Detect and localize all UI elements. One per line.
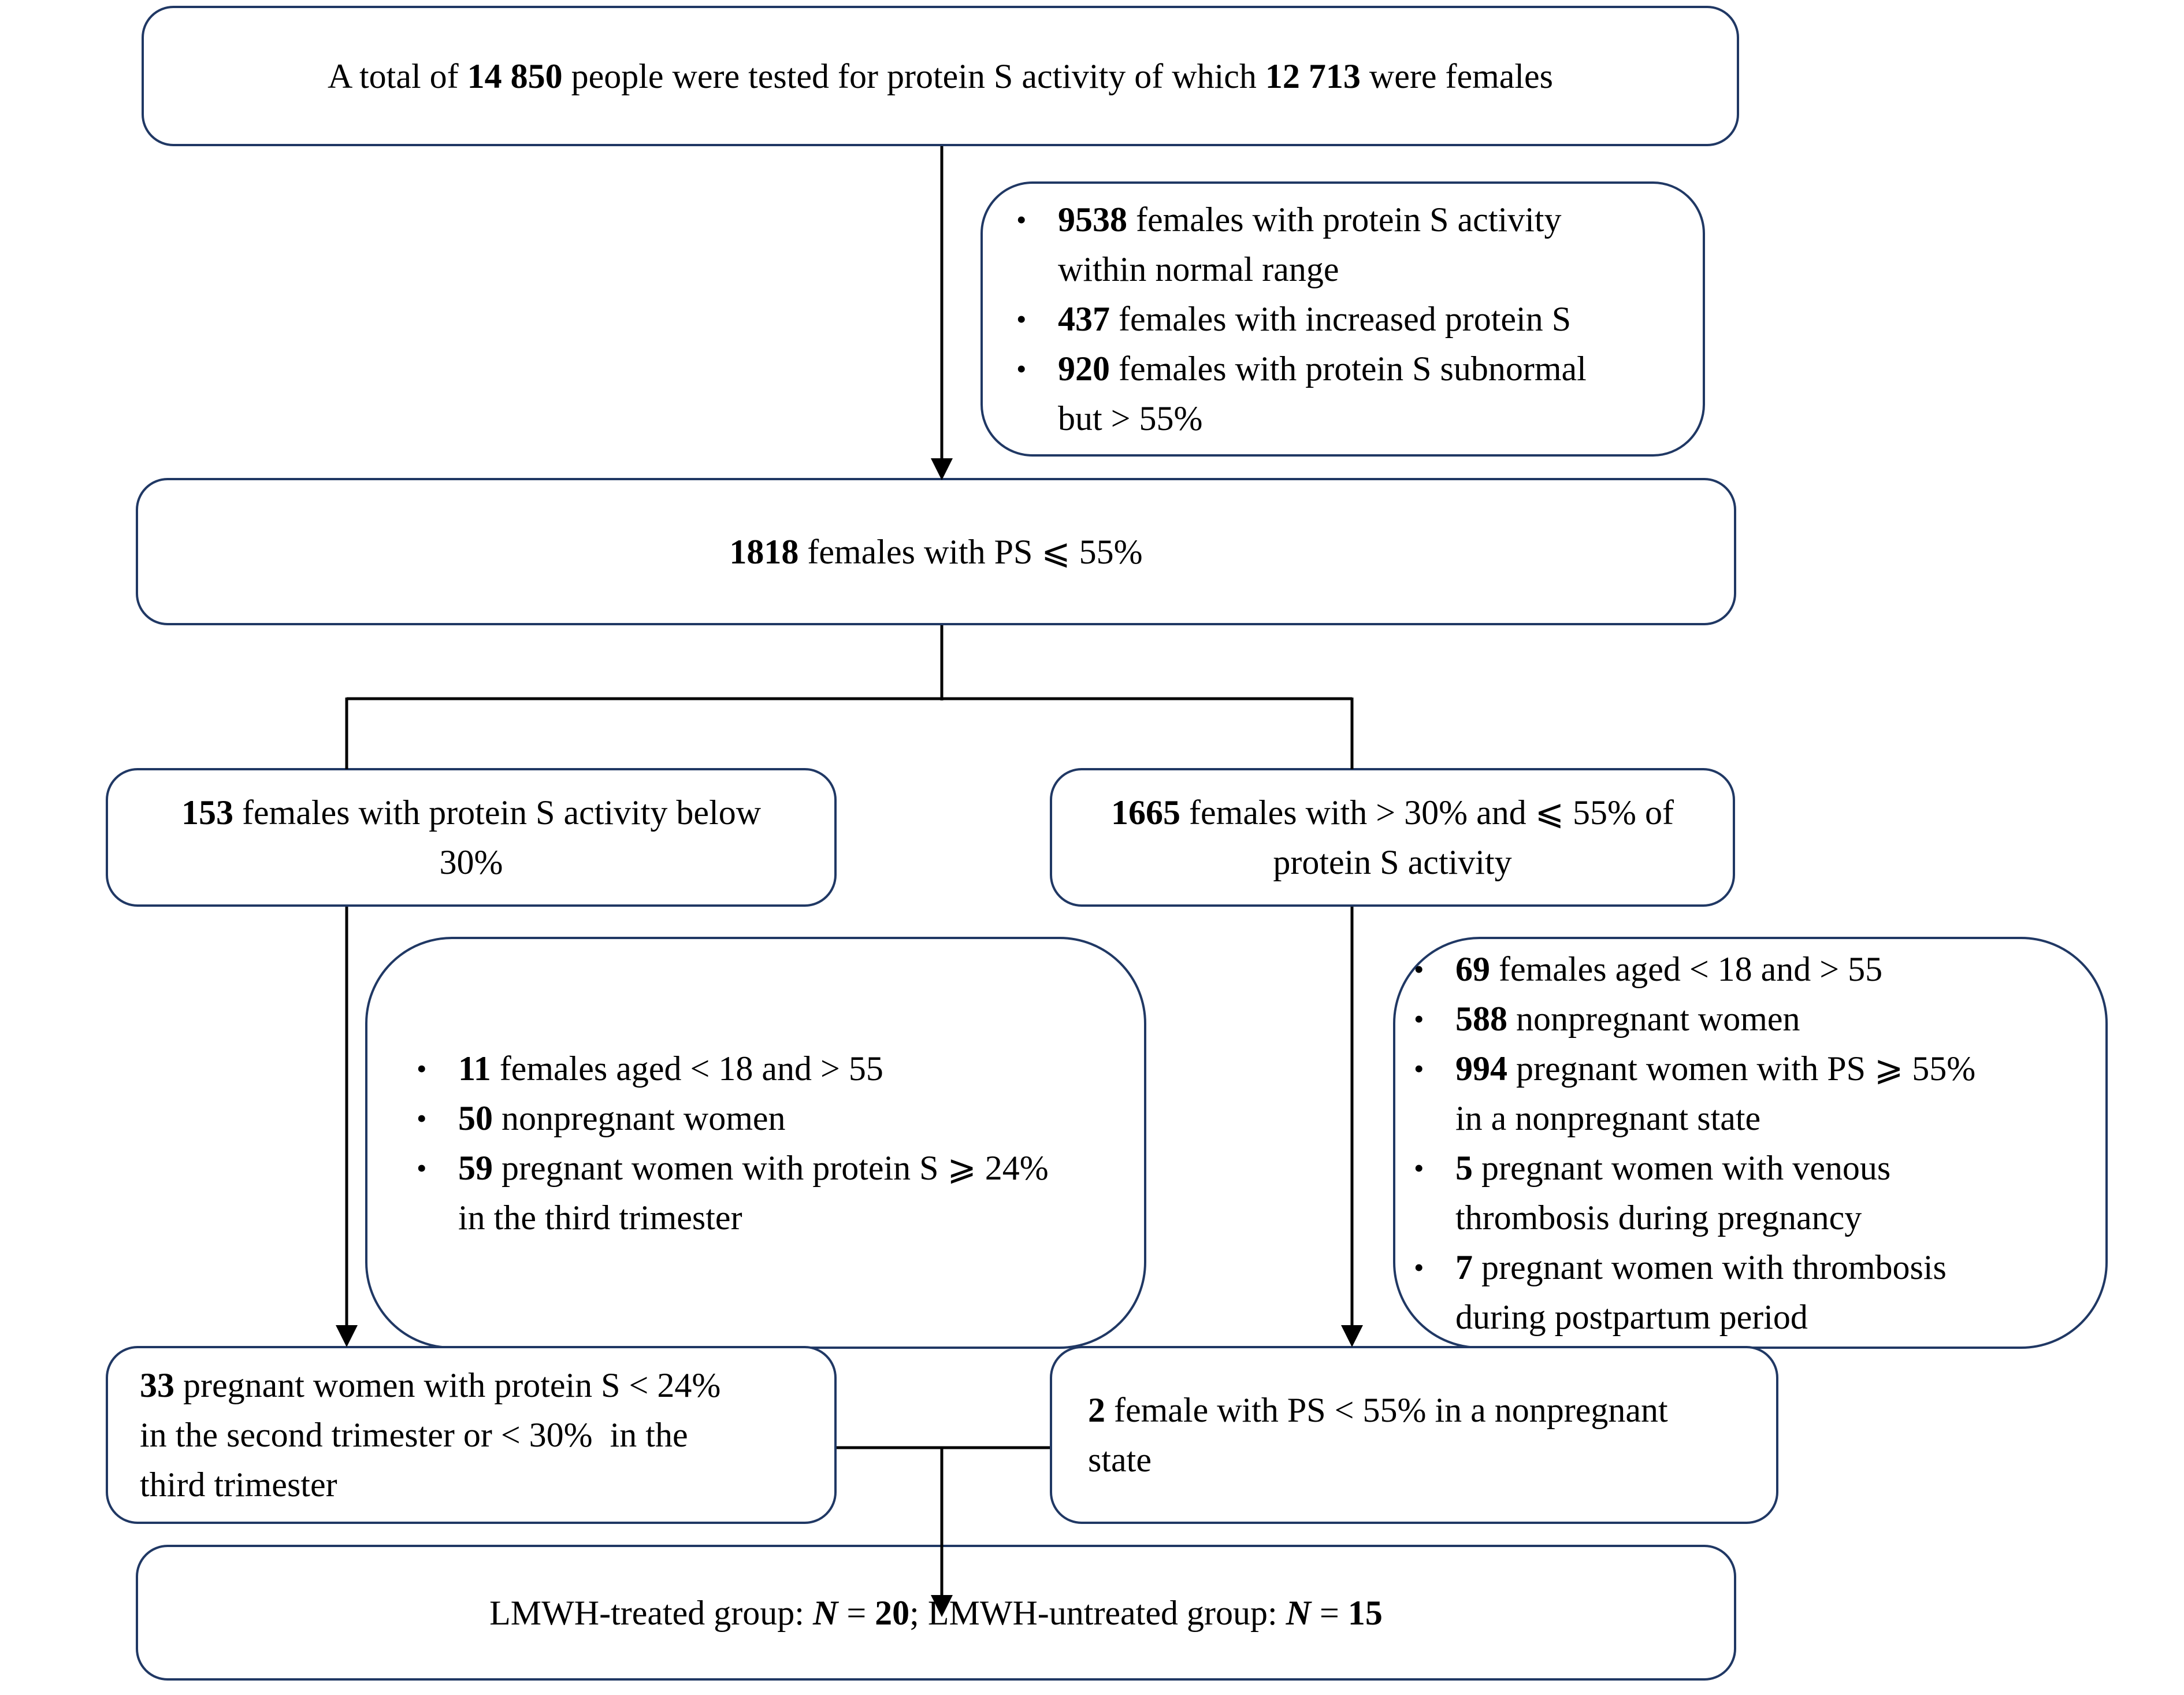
bullet-icon: • bbox=[1016, 353, 1027, 385]
bullet-icon: • bbox=[1414, 952, 1424, 985]
bullet-icon: • bbox=[1414, 1002, 1424, 1035]
bullet-icon: • bbox=[1016, 303, 1027, 335]
list-item: • 50 nonpregnant women bbox=[417, 1093, 1121, 1143]
list-item: • 11 females aged < 18 and > 55 bbox=[417, 1044, 1121, 1093]
bullet-icon: • bbox=[1414, 1052, 1424, 1085]
list-item: • 7 pregnant women with thrombosis durin… bbox=[1414, 1242, 2094, 1342]
box-included-nonpregnant: 2 female with PS < 55% in a nonpregnant … bbox=[1050, 1346, 1778, 1524]
arrowhead-icon bbox=[931, 458, 953, 480]
list-item: • 59 pregnant women with protein S ⩾ 24%… bbox=[417, 1143, 1121, 1242]
box-lmwh-groups-text: LMWH-treated group: N = 20; LMWH-untreat… bbox=[489, 1593, 1383, 1632]
bullet-icon: • bbox=[1414, 1251, 1424, 1284]
box-ps-le-55: 1818 females with PS ⩽ 55% bbox=[136, 478, 1736, 625]
bullet-icon: • bbox=[417, 1101, 427, 1134]
list-item: • 69 females aged < 18 and > 55 bbox=[1414, 944, 2094, 994]
arrowhead-icon bbox=[336, 1325, 358, 1347]
list-item: • 920 females with protein S subnormal b… bbox=[1016, 344, 1680, 443]
bullet-icon: • bbox=[417, 1052, 427, 1085]
list-item: • 588 nonpregnant women bbox=[1414, 994, 2094, 1044]
arrowhead-icon bbox=[1341, 1325, 1363, 1347]
box-excluded-below-30: • 11 females aged < 18 and > 55 • 50 non… bbox=[365, 937, 1146, 1349]
bullet-icon: • bbox=[417, 1151, 427, 1184]
box-included-pregnant: 33 pregnant women with protein S < 24% i… bbox=[106, 1346, 837, 1524]
box-lmwh-groups: LMWH-treated group: N = 20; LMWH-untreat… bbox=[136, 1545, 1736, 1681]
list-item: • 437 females with increased protein S bbox=[1016, 294, 1680, 344]
bullet-icon: • bbox=[1414, 1151, 1424, 1184]
box-total-tested: A total of 14 850 people were tested for… bbox=[142, 6, 1739, 146]
bullet-icon: • bbox=[1016, 203, 1027, 236]
box-excluded-30-55: • 69 females aged < 18 and > 55 • 588 no… bbox=[1393, 937, 2108, 1349]
list-item: • 994 pregnant women with PS ⩾ 55% in a … bbox=[1414, 1044, 2094, 1143]
box-ps-30-55: 1665 females with > 30% and ⩽ 55% of pro… bbox=[1050, 768, 1735, 907]
list-item: • 9538 females with protein S activity w… bbox=[1016, 195, 1680, 294]
list-item: • 5 pregnant women with venous thrombosi… bbox=[1414, 1143, 2094, 1242]
box-total-tested-text: A total of 14 850 people were tested for… bbox=[327, 57, 1554, 95]
box-ps-below-30: 153 females with protein S activity belo… bbox=[106, 768, 837, 907]
box-excluded-initial: • 9538 females with protein S activity w… bbox=[980, 181, 1705, 457]
box-ps-le-55-text: 1818 females with PS ⩽ 55% bbox=[729, 532, 1143, 571]
